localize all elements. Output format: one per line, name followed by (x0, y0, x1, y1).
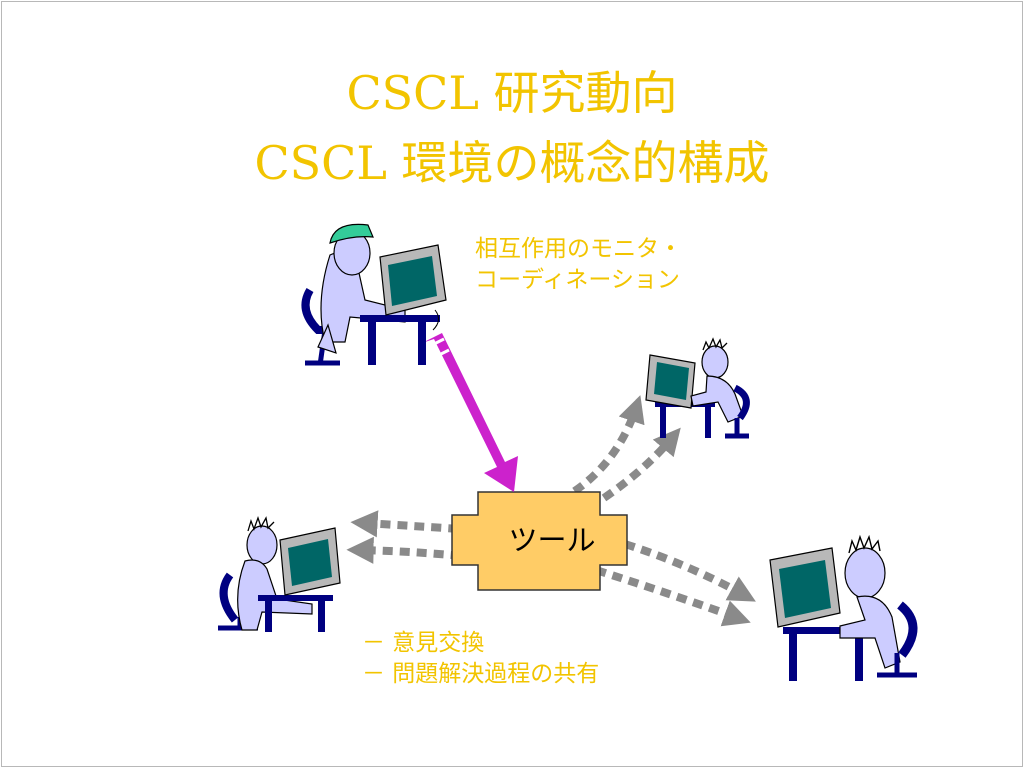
slide-title-line2: CSCL 環境の概念的構成 (254, 136, 770, 190)
person-at-computer-icon (301, 223, 447, 366)
monitor-label-line1: 相互作用のモニタ・ (475, 236, 682, 262)
dotted-arrow-icon (578, 561, 751, 627)
dotted-arrow-icon (623, 540, 756, 602)
bullet-item-opinion-exchange: － 意見交換 (362, 630, 485, 656)
bullet-item-shared-process: － 問題解決過程の共有 (362, 661, 600, 688)
bullet-list: － 意見交換 － 問題解決過程の共有 (362, 628, 599, 690)
slide-title-line1: CSCL 研究動向 (346, 66, 678, 120)
tool-label: ツール (508, 523, 595, 557)
monitor-label: 相互作用のモニタ・ コーディネーション (475, 234, 682, 296)
dotted-arrow-icon (601, 427, 681, 502)
monitor-arrow-icon (422, 333, 518, 492)
person-at-computer-icon (645, 337, 750, 439)
monitor-label-line2: コーディネーション (475, 267, 680, 294)
person-at-computer-icon (769, 534, 918, 681)
tool-box: ツール (451, 491, 628, 591)
dotted-arrow-icon (558, 395, 645, 504)
person-at-computer-icon (218, 516, 341, 632)
